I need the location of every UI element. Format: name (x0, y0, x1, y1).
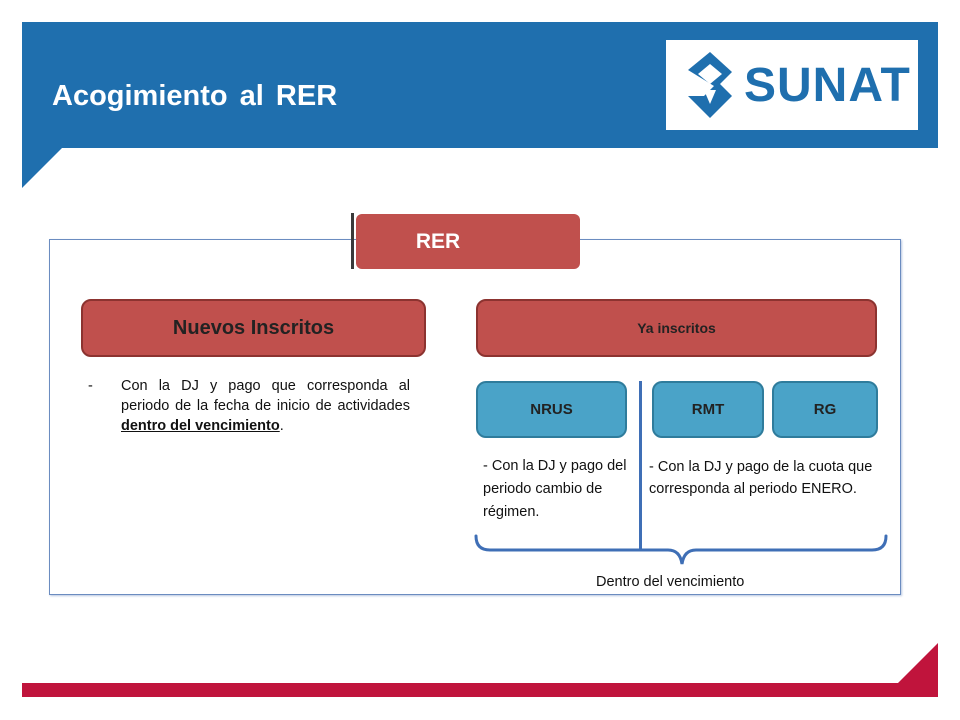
rer-label: RER (415, 229, 461, 253)
regime-node-rmt: RMT (652, 381, 764, 438)
nuevos-inscritos-label: Nuevos Inscritos (172, 316, 335, 339)
header-notch (22, 148, 62, 188)
rer-root-node: RER (356, 214, 580, 269)
ya-inscritos-label: Ya inscritos (637, 320, 716, 336)
regime-node-rg: RG (772, 381, 878, 438)
regime-label-nrus: NRUS (530, 401, 573, 418)
nuevos-text-emphasis: dentro del vencimiento (121, 418, 280, 434)
sunat-wordmark: SUNAT (744, 59, 911, 112)
regime-node-nrus: NRUS (476, 381, 627, 438)
ya-inscritos-node: Ya inscritos (476, 299, 877, 357)
regime-label-rg: RG (813, 401, 837, 418)
nrus-description: - Con la DJ y pago del periodo cambio de… (483, 458, 627, 520)
grouping-brace (474, 534, 888, 565)
rer-accent-bar (351, 213, 354, 269)
nuevos-text-end: . (279, 418, 284, 434)
footer-corner (898, 643, 938, 683)
separator-line (639, 381, 642, 550)
footer-band (22, 683, 938, 697)
nuevos-inscritos-node: Nuevos Inscritos (81, 299, 426, 357)
nuevos-text-main: Con la DJ y pago que corresponda al peri… (121, 378, 410, 414)
sunat-mark-icon (688, 52, 732, 118)
page-title: Acogimiento al RER (52, 80, 338, 112)
nuevos-inscritos-description: - Con la DJ y pago que corresponda al pe… (88, 376, 410, 436)
grouping-caption: Dentro del vencimiento (596, 574, 745, 590)
bullet-dash: - (88, 378, 93, 394)
sunat-logo: SUNAT (666, 40, 918, 130)
regime-label-rmt: RMT (691, 401, 725, 418)
rmt-rg-description: - Con la DJ y pago de la cuota que corre… (649, 459, 873, 497)
